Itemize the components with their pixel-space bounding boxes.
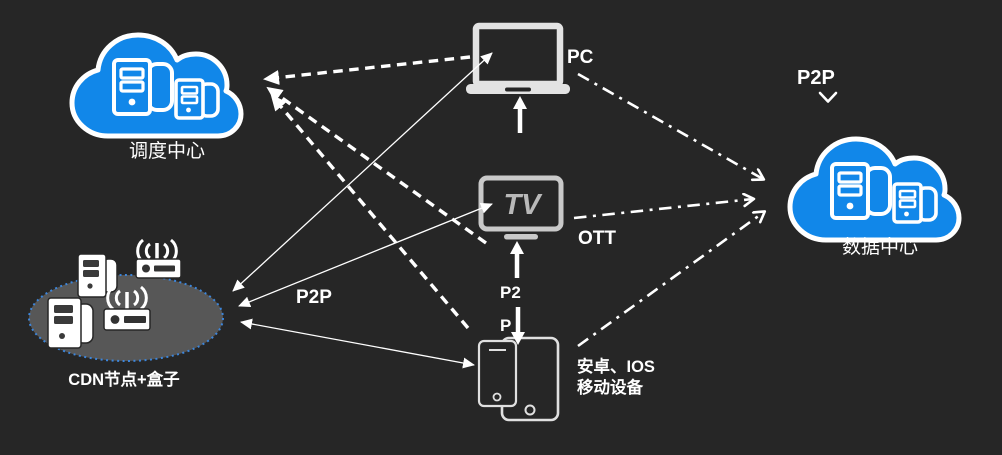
dashdot-arrow-pc-to-datacenter (577, 72, 763, 179)
tv-icon-text: TV (503, 189, 543, 221)
dispatch-center-label: 调度中心 (128, 141, 205, 162)
cdn-node-group (28, 238, 224, 362)
pc-label: PC (567, 47, 594, 68)
dashdot-arrow-mobile-to-datacenter (577, 212, 764, 348)
thin-arrow-cdn-mobile (240, 318, 475, 369)
short-thick-arrows (510, 96, 527, 345)
mobile-label-line2: 移动设备 (577, 379, 643, 397)
phone-icon (477, 339, 518, 408)
cdn-label: CDN节点+盒子 (68, 371, 180, 389)
wifi-router-icon (103, 285, 151, 331)
dispatch-center-cloud-icon (72, 35, 241, 136)
p2p-label-tv-line2: P (500, 316, 512, 335)
laptop-icon (466, 22, 570, 94)
server-tower-icon (47, 297, 94, 349)
dashdot-arrow-tv-to-datacenter (573, 199, 753, 220)
ott-label: OTT (578, 228, 616, 249)
wifi-router-icon (135, 238, 182, 279)
p2p-label-mid: P2P (296, 287, 332, 308)
dashdot-arrows-to-data-center (573, 72, 764, 348)
mobile-label-line1: 安卓、IOS (577, 358, 655, 376)
data-center-label: 数据中心 (841, 237, 918, 258)
p2p-label-tv: P2 P (500, 276, 521, 342)
mobile-label: 安卓、IOS 移动设备 (577, 357, 655, 399)
chevron-down-icon (818, 91, 838, 103)
data-center-cloud-icon (790, 139, 959, 240)
thin-arrow-cdn-tv (238, 203, 493, 307)
dashed-arrow-pc-to-dispatch (263, 55, 471, 85)
p2p-label-tv-line1: P2 (500, 283, 521, 302)
thin-p2p-arrows-cdn (232, 52, 493, 369)
tv-icon: TV (478, 175, 564, 240)
p2p-label-top: P2P (797, 67, 835, 89)
